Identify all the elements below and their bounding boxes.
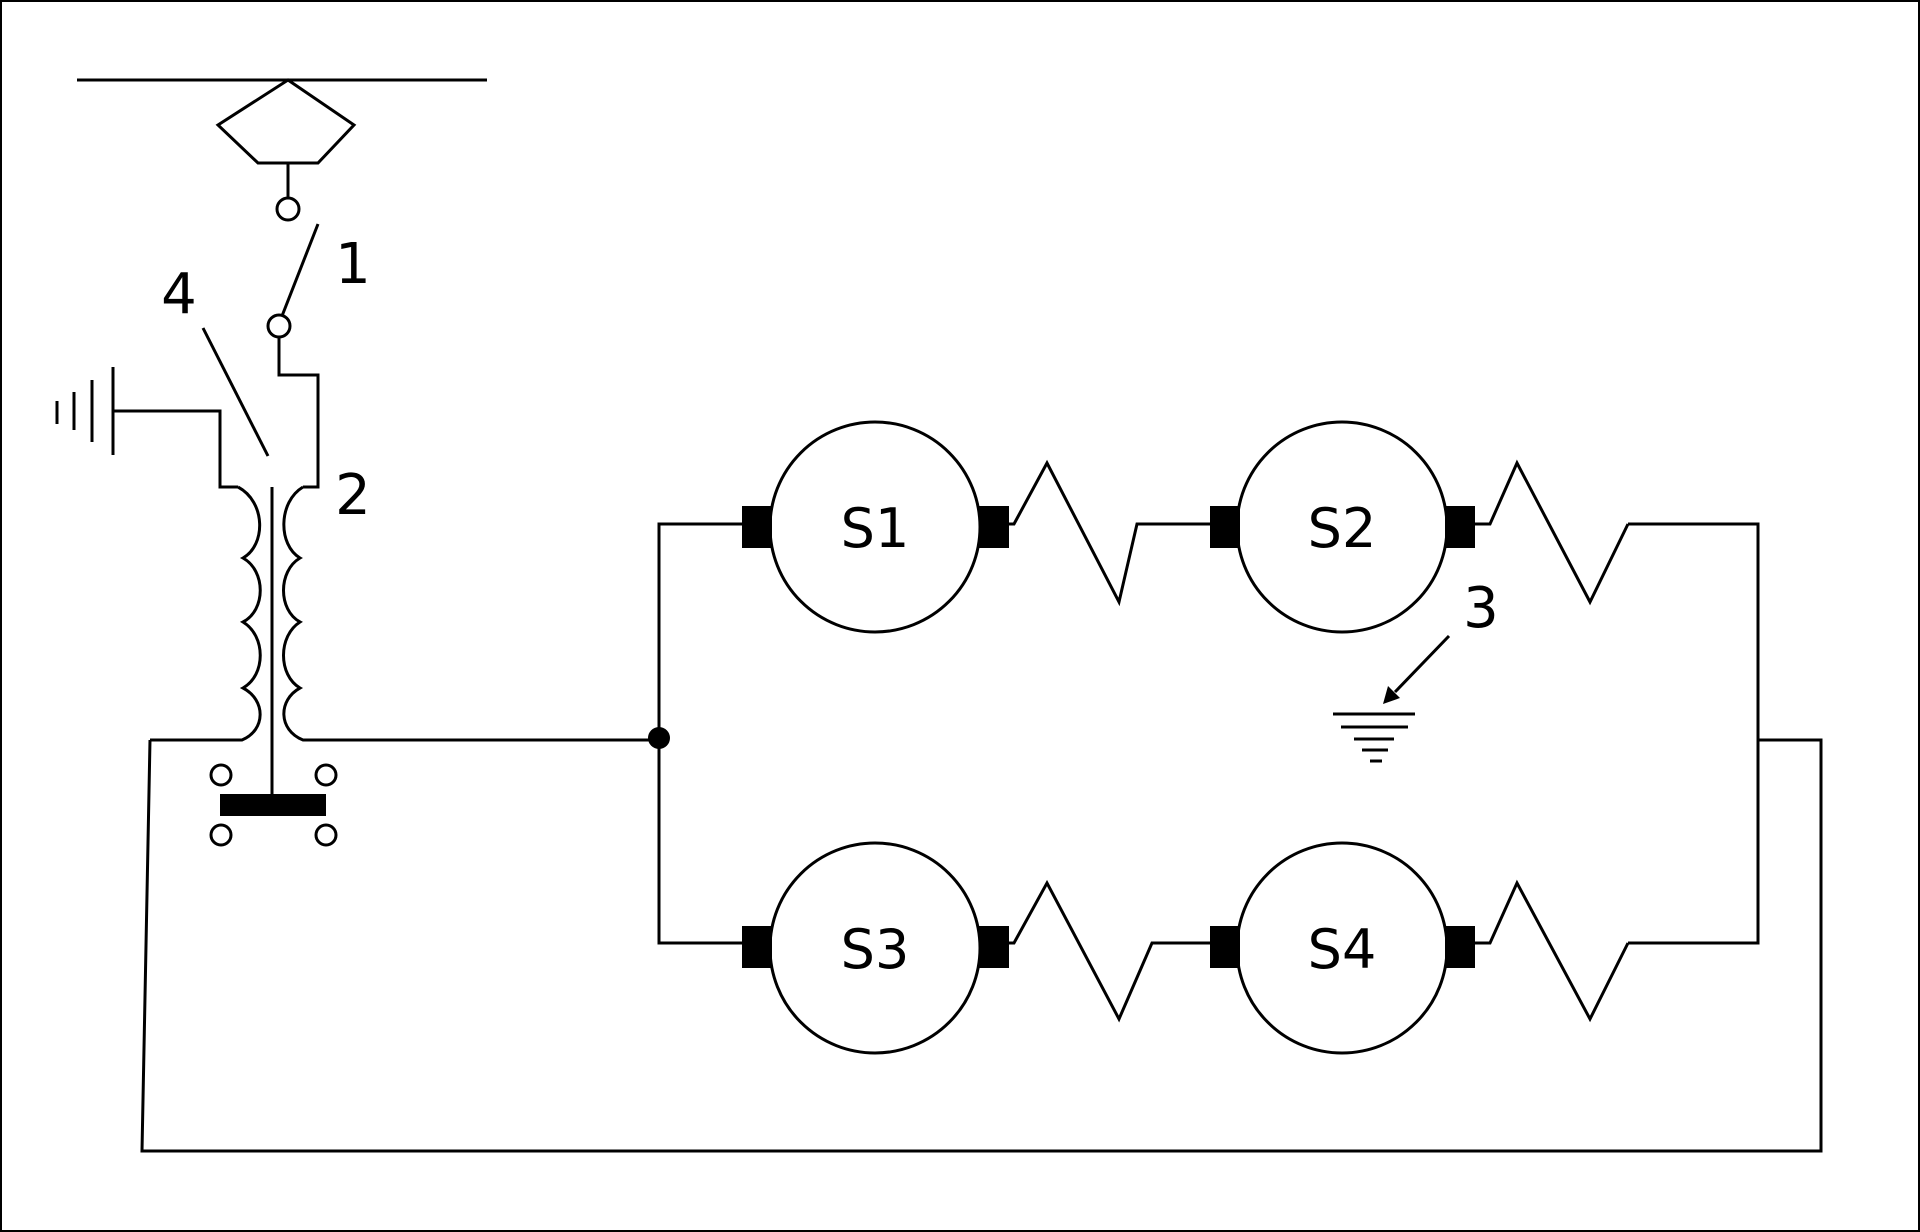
motor-icon [768,420,982,634]
upper-branch-wire [657,522,742,738]
callout-label-3: 3 [1463,576,1499,641]
right-bus-wire [1628,522,1760,945]
motor-icon [1235,841,1449,1055]
callout-label-1: 1 [335,232,371,297]
pantograph-icon [215,78,357,222]
motor-icon [1235,420,1449,634]
callout-3-arrow [1383,634,1451,704]
motor-label-s1: S1 [841,497,910,560]
switch-icon [266,223,320,489]
resistor-icon [1475,879,1630,1023]
motor-s3: S3 [742,841,1009,1055]
resistor-icon [1009,879,1210,1023]
return-wire [140,738,1823,1153]
motor-label-s2: S2 [1308,497,1377,560]
callout-label-4: 4 [161,262,197,327]
transformer-icon [150,485,659,800]
motor-s1: S1 [742,420,1009,634]
motor-s4: S4 [1210,841,1475,1055]
earth-ground-icon [55,367,238,489]
resistor-icon [1475,459,1630,606]
motor-label-s3: S3 [841,918,910,981]
motor-icon [768,841,982,1055]
resistor-icon [1009,459,1210,607]
lower-branch-wire [657,738,742,945]
callout-label-2: 2 [335,463,371,528]
wheelset-icon [209,763,338,847]
motor-s2: S2 [1210,420,1475,634]
motor-label-s4: S4 [1308,918,1377,981]
ground-icon [1333,712,1415,763]
callout-4-leader [201,327,270,457]
